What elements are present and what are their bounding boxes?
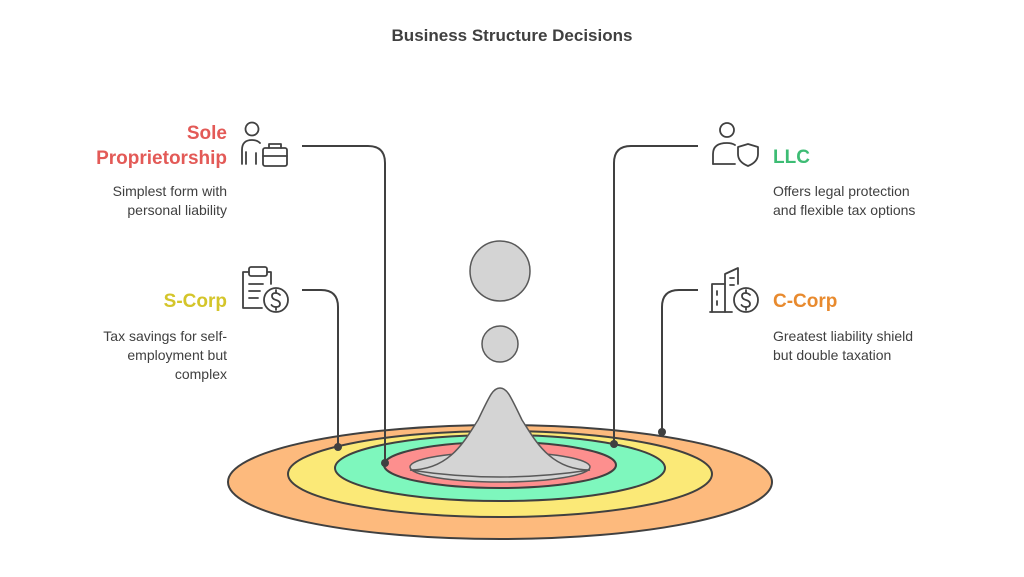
heading-line: C-Corp (773, 291, 838, 312)
heading-line: LLC (773, 147, 810, 168)
description-c-corp: Greatest liability shield but double tax… (773, 327, 1003, 365)
person-briefcase-icon (241, 121, 288, 167)
connector-c-corp (661, 289, 698, 432)
connector-dot-llc (610, 440, 618, 448)
description-s-corp: Tax savings for self- employment but com… (40, 327, 227, 384)
floating-circle-large (469, 240, 531, 302)
description-line: Tax savings for self- (103, 328, 227, 344)
heading-line: Proprietorship (96, 148, 227, 169)
description-line: Offers legal protection (773, 183, 910, 199)
diagram-title: Business Structure Decisions (391, 26, 633, 45)
connector-dot-sole-proprietorship (381, 459, 389, 467)
description-line: but double taxation (773, 347, 892, 363)
center-peak (409, 387, 591, 478)
heading-s-corp: S-Corp (60, 289, 227, 314)
building-dollar-icon (709, 267, 759, 313)
description-line: Simplest form with (112, 183, 227, 199)
heading-c-corp: C-Corp (773, 289, 973, 314)
connector-sole-proprietorship (302, 145, 386, 463)
heading-line: S-Corp (163, 291, 227, 312)
description-line: complex (174, 366, 227, 382)
connector-s-corp (302, 289, 339, 447)
description-line: personal liability (127, 202, 227, 218)
heading-llc: LLC (773, 145, 973, 170)
description-llc: Offers legal protection and flexible tax… (773, 182, 1003, 220)
connector-llc (613, 145, 698, 444)
description-line: Greatest liability shield (773, 328, 914, 344)
description-line: and flexible tax options (773, 202, 916, 218)
clipboard-dollar-icon (242, 266, 289, 313)
description-line: employment but (127, 347, 227, 363)
heading-sole-proprietorship: Sole Proprietorship (60, 121, 227, 171)
connector-dot-c-corp (658, 428, 666, 436)
connector-dot-s-corp (334, 443, 342, 451)
heading-line: Sole (186, 123, 227, 144)
floating-circle-small (481, 325, 519, 363)
description-sole-proprietorship: Simplest form with personal liability (40, 182, 227, 220)
person-shield-icon (712, 122, 759, 167)
